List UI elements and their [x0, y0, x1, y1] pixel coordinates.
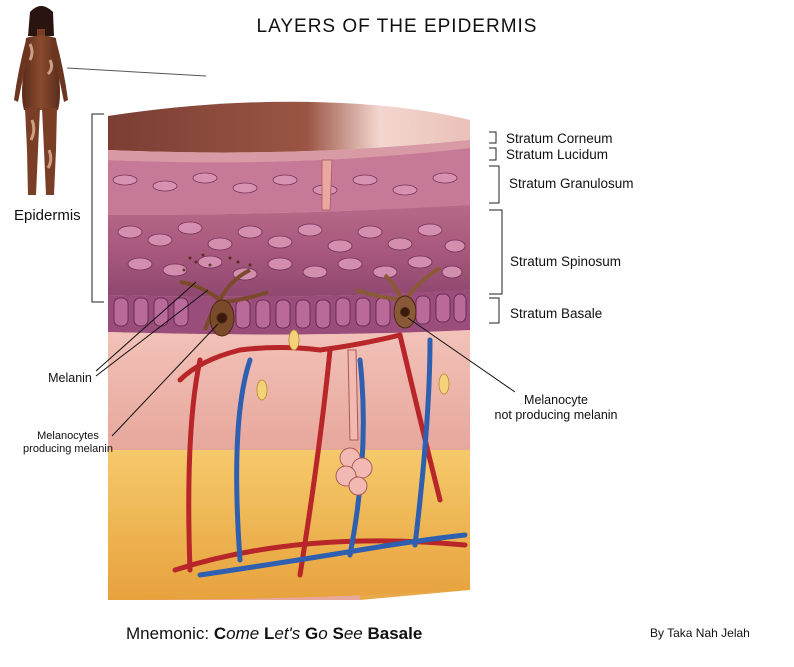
- credit: By Taka Nah Jelah: [650, 626, 750, 640]
- label-stratum-basale: Stratum Basale: [510, 306, 603, 321]
- page-title: LAYERS OF THE EPIDERMIS: [256, 16, 538, 37]
- label-stratum-lucidum: Stratum Lucidum: [506, 147, 609, 162]
- melanocyte-producing: [179, 268, 269, 337]
- human-figure: [14, 6, 68, 195]
- label-stratum-corneum: Stratum Corneum: [506, 131, 613, 146]
- mnemonic: Mnemonic: Come Let's Go See Basale: [126, 624, 423, 643]
- label-melanin: Melanin: [48, 371, 92, 385]
- label-melanocytes-producing: Melanocytes producing melanin: [23, 430, 113, 455]
- label-stratum-granulosum: Stratum Granulosum: [509, 176, 634, 191]
- epidermis-label: Epidermis: [14, 207, 81, 224]
- label-melanocyte-not-producing: Melanocyte not producing melanin: [494, 393, 618, 422]
- label-stratum-spinosum: Stratum Spinosum: [510, 254, 622, 269]
